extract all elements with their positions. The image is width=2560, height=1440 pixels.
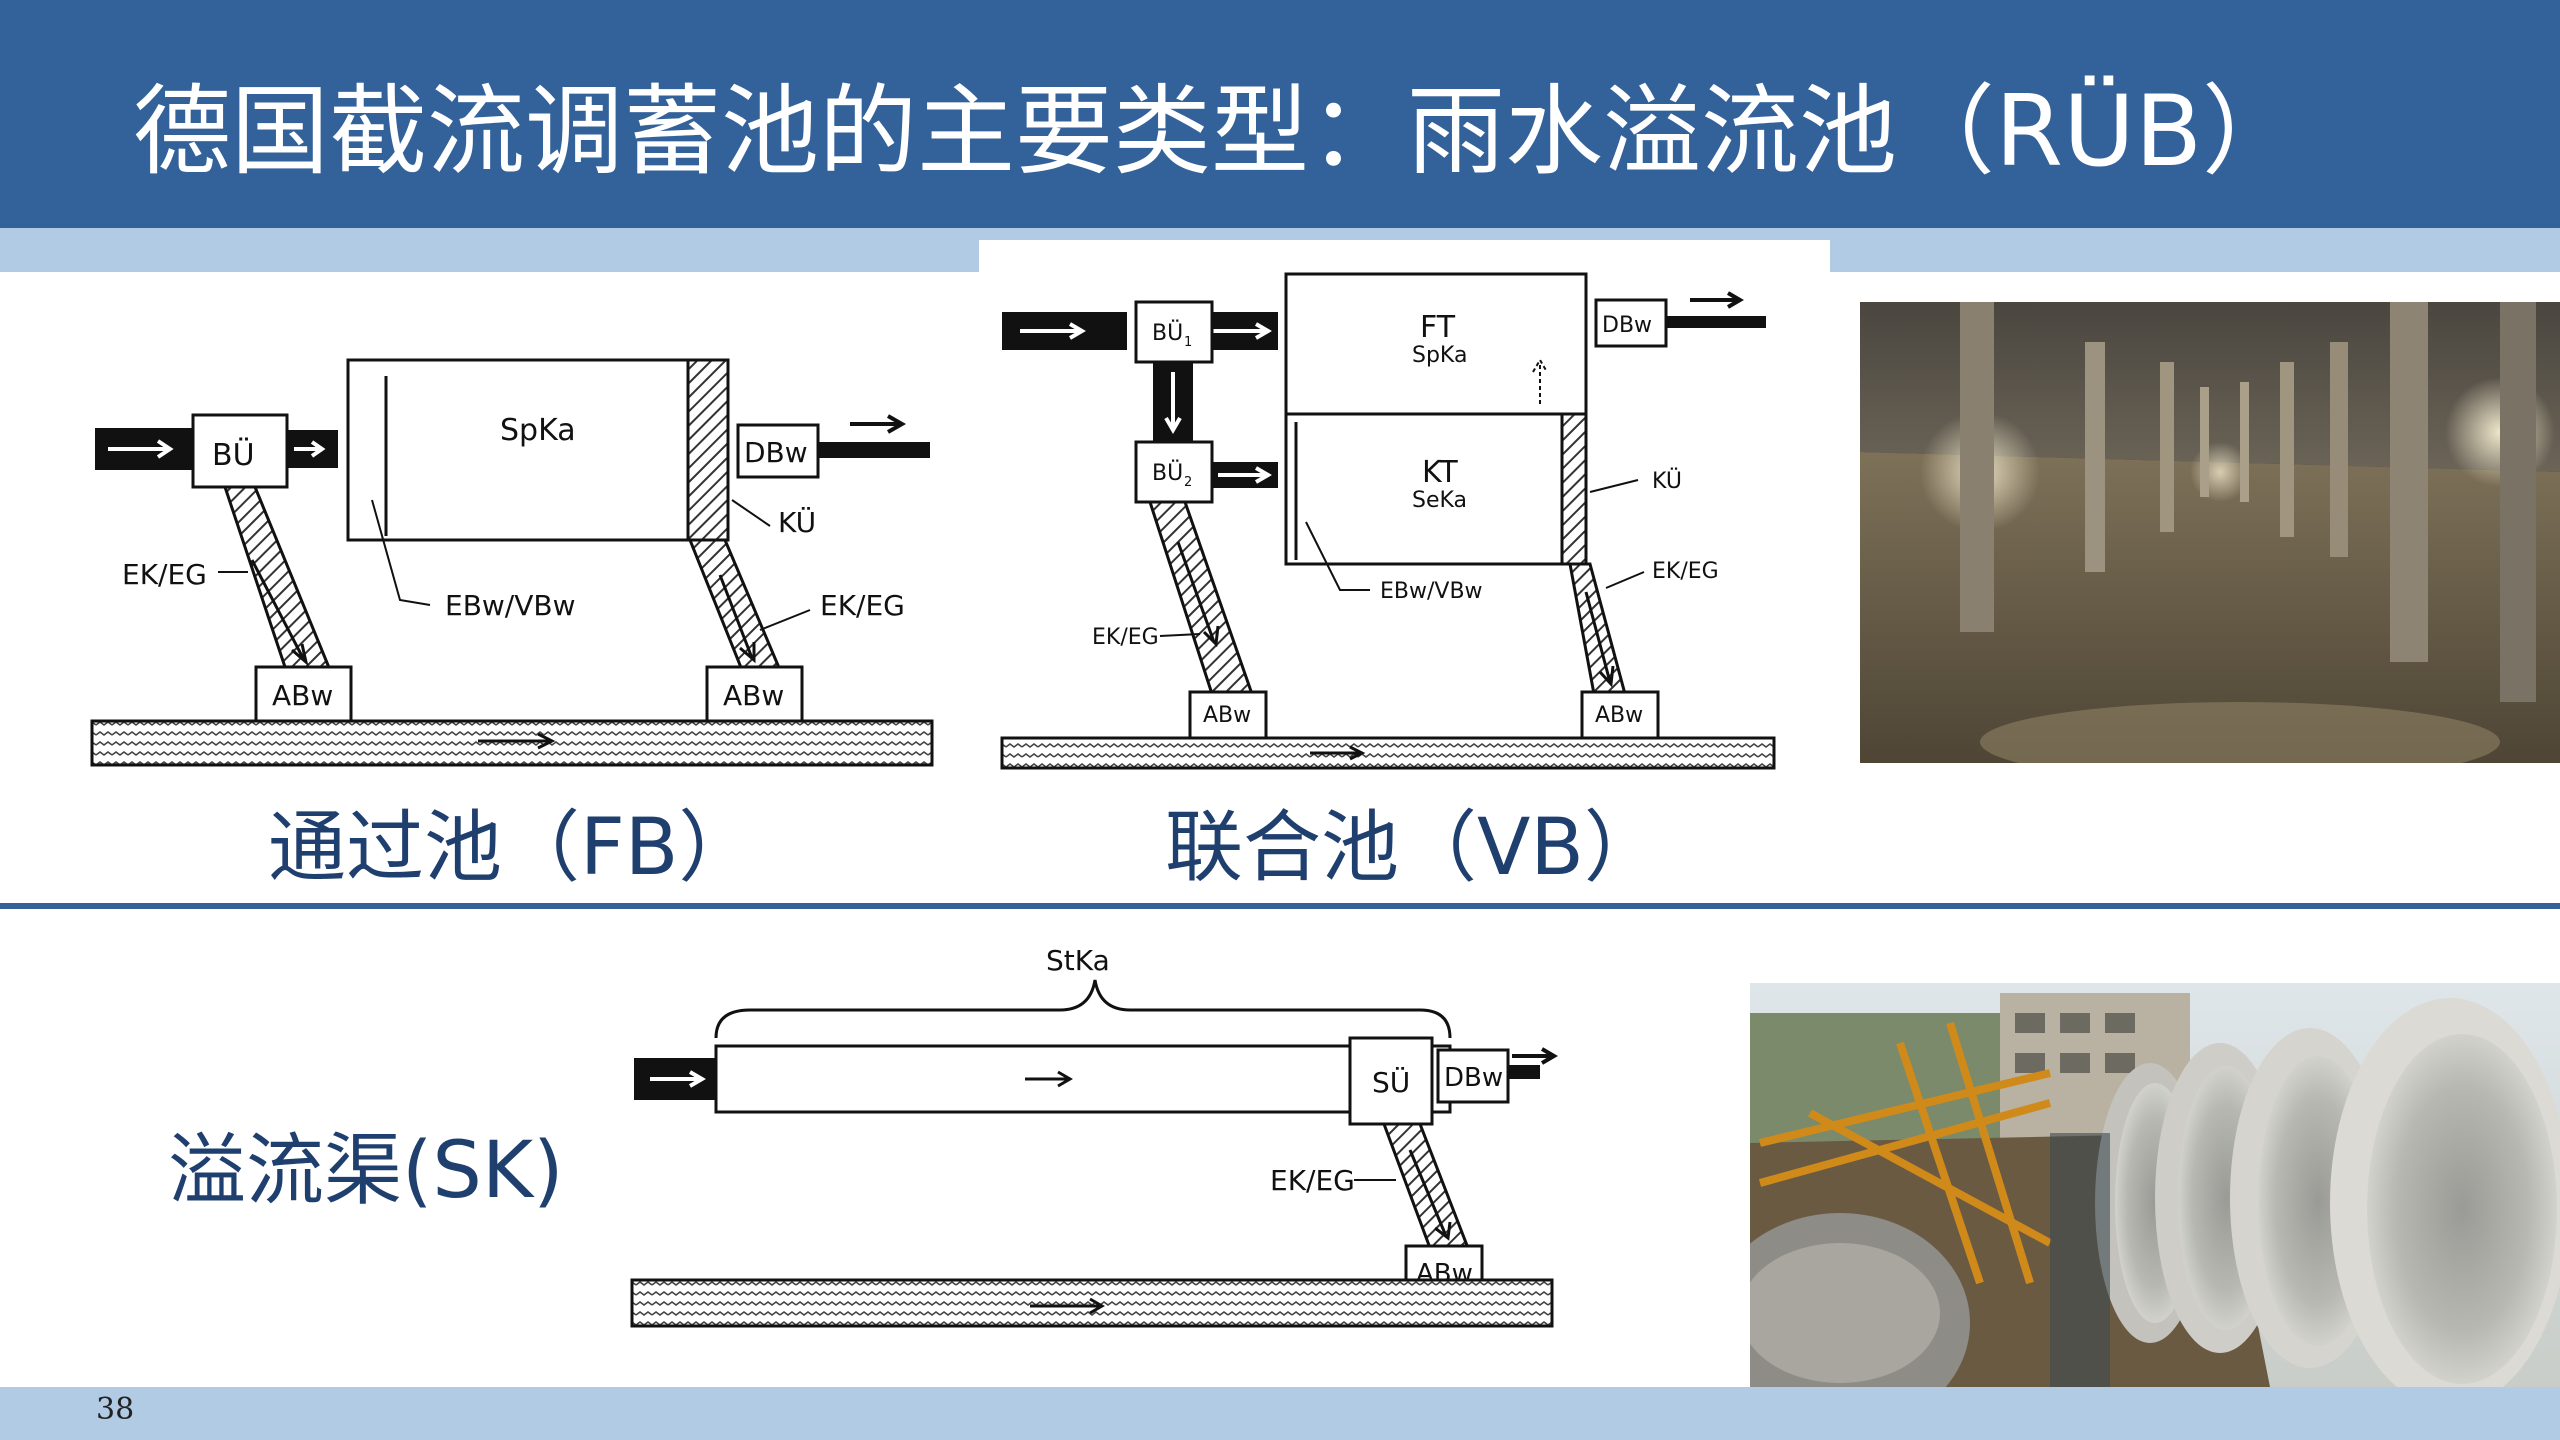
vb-ek-right-label: EK/EG	[1652, 559, 1719, 584]
vb-ebw-label: EBw/VBw	[1380, 579, 1483, 604]
bu1-box	[1134, 300, 1214, 364]
bu2-label: BÜ	[1152, 460, 1183, 486]
footer-band	[0, 1387, 2560, 1440]
vb-ek-channel-left	[1147, 500, 1255, 696]
vb-abw-right-label: ABw	[1595, 703, 1643, 728]
sk-receiving-water	[630, 1278, 1554, 1328]
outflow-arrow-icon	[850, 414, 907, 434]
vb-ku-weir	[1560, 412, 1588, 566]
abw-box-left	[254, 665, 353, 723]
dbw-box	[736, 423, 820, 479]
ku-weir	[686, 358, 730, 542]
ek-left-label: EK/EG	[122, 558, 207, 591]
bu1-sub: 1	[1184, 335, 1192, 350]
bu2-sub: 2	[1184, 475, 1192, 490]
vb-outflow-arrow-icon	[1690, 291, 1744, 309]
ft-spka-label: SpKa	[1412, 343, 1467, 368]
caption-fb: 通过池（FB）	[268, 803, 757, 893]
sk-ek-label: EK/EG	[1270, 1164, 1355, 1197]
ft-label: FT	[1420, 310, 1456, 345]
vb-ku-label: KÜ	[1652, 468, 1682, 494]
up-arrow-icon	[1532, 358, 1548, 404]
ku-label: KÜ	[778, 505, 816, 539]
vb-down-arrow-icon	[1164, 372, 1182, 434]
su-label: SÜ	[1372, 1065, 1410, 1099]
sk-flow-arrow-icon	[1025, 1070, 1073, 1088]
ek-channel-right	[687, 538, 783, 672]
sk-dbw-label: DBw	[1444, 1063, 1503, 1093]
bu-label: BÜ	[212, 437, 255, 473]
ft-tank	[1284, 272, 1588, 416]
receiving-water	[90, 719, 934, 767]
diagram-sk: StKa SÜ DBw EK/EG ABw	[630, 944, 1558, 1328]
stka-brace	[714, 979, 1452, 1039]
bu1-label: BÜ	[1152, 320, 1183, 346]
header-band-gap	[979, 240, 1830, 272]
abw-left-label: ABw	[272, 679, 333, 712]
diagram-vb: BÜ 1 BÜ 2 FT SpKa KT SeKa DBw KÜ EK/EG E…	[1000, 272, 1776, 770]
section-divider	[0, 903, 2560, 909]
diagram-fb: BÜ SpKa DBw KÜ EK/EG EBw/VBw EK/EG ABw A…	[90, 358, 934, 767]
caption-vb: 联合池（VB）	[1165, 803, 1662, 893]
inflow-arrow-icon	[108, 439, 174, 459]
bu2-box	[1134, 440, 1214, 504]
vb-dbw-label: DBw	[1602, 313, 1652, 338]
ebw-label: EBw/VBw	[445, 589, 576, 622]
kt-label: KT	[1422, 455, 1458, 490]
slide-title: 德国截流调蓄池的主要类型：雨水溢流池（RÜB）	[133, 75, 2301, 189]
title-bar	[0, 0, 2560, 228]
dbw-label: DBw	[744, 436, 808, 469]
kt-seka-label: SeKa	[1412, 488, 1467, 513]
stka-channel	[714, 1044, 1452, 1114]
vb-abw-box-right	[1580, 690, 1660, 740]
page-number: 38	[96, 1392, 135, 1427]
ek-right-label: EK/EG	[820, 589, 905, 622]
vb-outflow-pipe	[1666, 316, 1766, 328]
sk-outflow-arrow-icon	[1512, 1047, 1558, 1065]
caption-sk: 溢流渠(SK)	[168, 1126, 564, 1216]
vb-abw-left-label: ABw	[1203, 703, 1251, 728]
ek-channel-left	[222, 485, 333, 672]
spka-tank	[346, 358, 730, 542]
outflow-pipe	[818, 442, 930, 458]
vb-inflow-arrow-icon	[1020, 322, 1086, 340]
abw-right-label: ABw	[723, 679, 784, 712]
vb-dbw-box	[1594, 298, 1668, 348]
sk-outflow-pipe	[1508, 1065, 1540, 1079]
construction-pipes-photo	[1750, 983, 2560, 1387]
vb-receiving-water	[1000, 736, 1776, 770]
vb-ek-left-label: EK/EG	[1092, 625, 1159, 650]
sk-inflow-arrow-icon	[650, 1070, 706, 1088]
stka-label: StKa	[1046, 944, 1110, 977]
tank-interior-photo	[1860, 302, 2560, 763]
spka-label: SpKa	[500, 413, 576, 448]
abw-box-right	[705, 665, 804, 723]
